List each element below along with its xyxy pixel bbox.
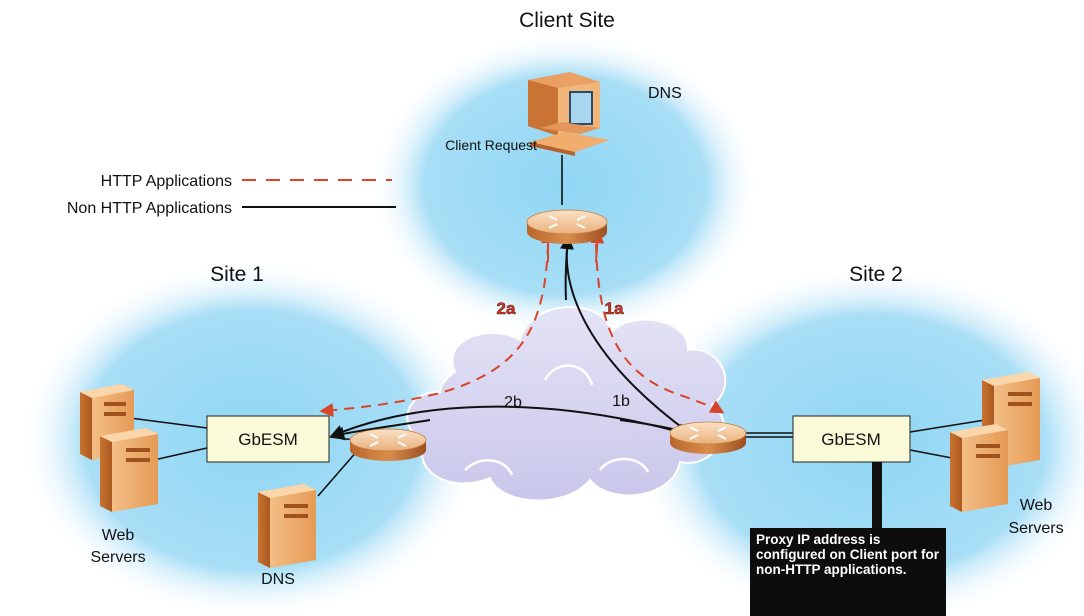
client-site-title: Client Site <box>519 9 615 32</box>
site1-servers-label-line1: Web <box>102 527 135 544</box>
flow-1a-path <box>595 243 725 414</box>
flow-1b-label: 1b <box>612 393 630 410</box>
client-router-icon <box>526 209 608 244</box>
site1-web-server-icon-2 <box>100 428 158 512</box>
legend-http-label: HTTP Applications <box>101 173 232 190</box>
site2-router-icon <box>669 421 747 454</box>
flow-2a-path <box>319 243 549 418</box>
site1-title: Site 1 <box>210 263 264 286</box>
links <box>129 155 986 497</box>
client-computer-icon <box>528 72 610 156</box>
client-request-label: Client Request <box>445 137 537 153</box>
client-dns-label: DNS <box>648 85 682 102</box>
site2-title: Site 2 <box>849 263 903 286</box>
flow-2b-label: 2b <box>504 394 522 411</box>
site1-servers-label-line2: Servers <box>90 549 145 566</box>
site1-dns-label: DNS <box>261 571 295 588</box>
site2-web-server-icon-2 <box>950 424 1008 512</box>
site1-dns-server-icon <box>258 484 316 568</box>
proxy-note: Proxy IP address is configured on Client… <box>750 528 946 616</box>
site2-servers-label-line2: Servers <box>1008 520 1063 537</box>
site1-gbesm-switch[interactable]: GbESM <box>206 415 330 463</box>
site1-router-icon <box>349 428 427 461</box>
flow-2b-arrow <box>330 419 431 441</box>
site2-gbesm-switch[interactable]: GbESM <box>792 415 911 463</box>
site2-gbesm-label: GbESM <box>821 430 881 449</box>
site1-gbesm-label: GbESM <box>238 430 298 449</box>
site2-servers-label-line1: Web <box>1020 497 1053 514</box>
note-callout-stem <box>872 462 882 532</box>
flow-2a-label: 2a <box>497 299 516 318</box>
legend-non-http-label: Non HTTP Applications <box>67 200 232 217</box>
internet-cloud <box>406 305 727 502</box>
flow-1a-label: 1a <box>605 299 624 318</box>
client-site-area <box>370 33 760 337</box>
